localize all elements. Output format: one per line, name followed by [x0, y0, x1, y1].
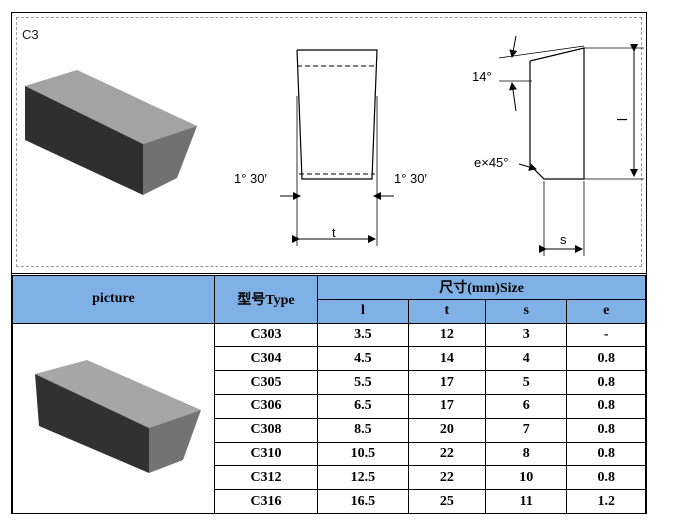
dim-t-label: t [332, 225, 336, 240]
cell-e: 0.8 [566, 441, 646, 467]
header-size: 尺寸(mm)Size [317, 275, 646, 300]
table-row: C305 5.5 17 5 0.8 [13, 370, 646, 395]
cell-type: C305 [213, 370, 319, 395]
cell-e: 0.8 [566, 370, 646, 395]
insert-top-face [25, 70, 197, 144]
cell-l: 4.5 [317, 346, 409, 372]
insert-front-face [25, 86, 143, 195]
side-view-outline [529, 47, 585, 180]
cell-type: C316 [213, 489, 319, 514]
chamfer-label: e×45° [474, 155, 508, 170]
cell-s: 4 [485, 346, 568, 372]
cell-s: 3 [485, 322, 568, 348]
cell-s: 11 [485, 489, 568, 514]
cell-l: 16.5 [317, 489, 409, 514]
table-row: C306 6.5 17 6 0.8 [13, 393, 646, 419]
header-picture: picture [12, 275, 215, 324]
angle-top-label: 14° [472, 69, 492, 84]
header-l: l [317, 298, 409, 324]
cell-type: C304 [213, 346, 319, 372]
front-view-outline [296, 49, 378, 180]
cell-type: C303 [213, 322, 319, 348]
cell-t: 17 [407, 370, 487, 395]
header-s: s [485, 298, 568, 324]
spec-table: picture 型号Type 尺寸(mm)Size l t s e [12, 275, 646, 514]
insert-side-face [143, 126, 197, 195]
cell-e: 0.8 [566, 393, 646, 419]
insert-picture [35, 359, 202, 473]
cell-e: 0.8 [566, 417, 646, 443]
cell-l: 12.5 [317, 465, 409, 491]
diagram-frame [16, 17, 642, 267]
picture-cell [12, 322, 215, 514]
cell-l: 6.5 [317, 393, 409, 419]
insert-front-face [35, 373, 150, 473]
diagram-label: C3 [22, 27, 39, 42]
cell-s: 10 [485, 465, 568, 491]
cell-l: 5.5 [317, 370, 409, 395]
cell-t: 20 [407, 417, 487, 443]
cell-s: 7 [485, 417, 568, 443]
header-e: e [566, 298, 646, 324]
cell-s: 5 [485, 370, 568, 395]
spec-sheet: C3 t 1° 30′ 1° 30′ [11, 12, 647, 514]
cell-e: 1.2 [566, 489, 646, 514]
insert-3d-image [25, 70, 197, 195]
angle-left-label: 1° 30′ [234, 171, 268, 186]
table-row: C316 16.5 25 11 1.2 [13, 489, 646, 514]
insert-side-face [149, 409, 202, 473]
cell-s: 6 [485, 393, 568, 419]
cell-t: 12 [407, 322, 487, 348]
angle-right-label: 1° 30′ [394, 171, 428, 186]
dim-l-label: l [614, 118, 630, 121]
front-view-drawing: t 1° 30′ 1° 30′ [234, 49, 428, 246]
diagram-panel: C3 t 1° 30′ 1° 30′ [12, 13, 646, 274]
table-row: C312 12.5 22 10 0.8 [13, 465, 646, 491]
cell-l: 3.5 [317, 322, 409, 348]
cell-e: 0.8 [566, 346, 646, 372]
table-row: C303 3.5 12 3 - [12, 322, 646, 514]
cell-type: C312 [213, 465, 319, 491]
cell-t: 22 [407, 465, 487, 491]
cell-type: C306 [213, 393, 319, 419]
table-row: C308 8.5 20 7 0.8 [13, 417, 646, 443]
cell-l: 10.5 [317, 441, 409, 467]
cell-type: C310 [213, 441, 319, 467]
cell-type: C308 [213, 417, 319, 443]
side-view-drawing: l 14° e×45° s [472, 35, 644, 256]
dim-s-label: s [560, 232, 567, 247]
cell-e: - [566, 322, 646, 348]
insert-top-face [35, 359, 202, 428]
header-type: 型号Type [213, 275, 319, 324]
header-t: t [407, 298, 487, 324]
cell-t: 14 [407, 346, 487, 372]
cell-t: 17 [407, 393, 487, 419]
cell-t: 25 [407, 489, 487, 514]
cell-t: 22 [407, 441, 487, 467]
cell-e: 0.8 [566, 465, 646, 491]
cell-s: 8 [485, 441, 568, 467]
cell-l: 8.5 [317, 417, 409, 443]
